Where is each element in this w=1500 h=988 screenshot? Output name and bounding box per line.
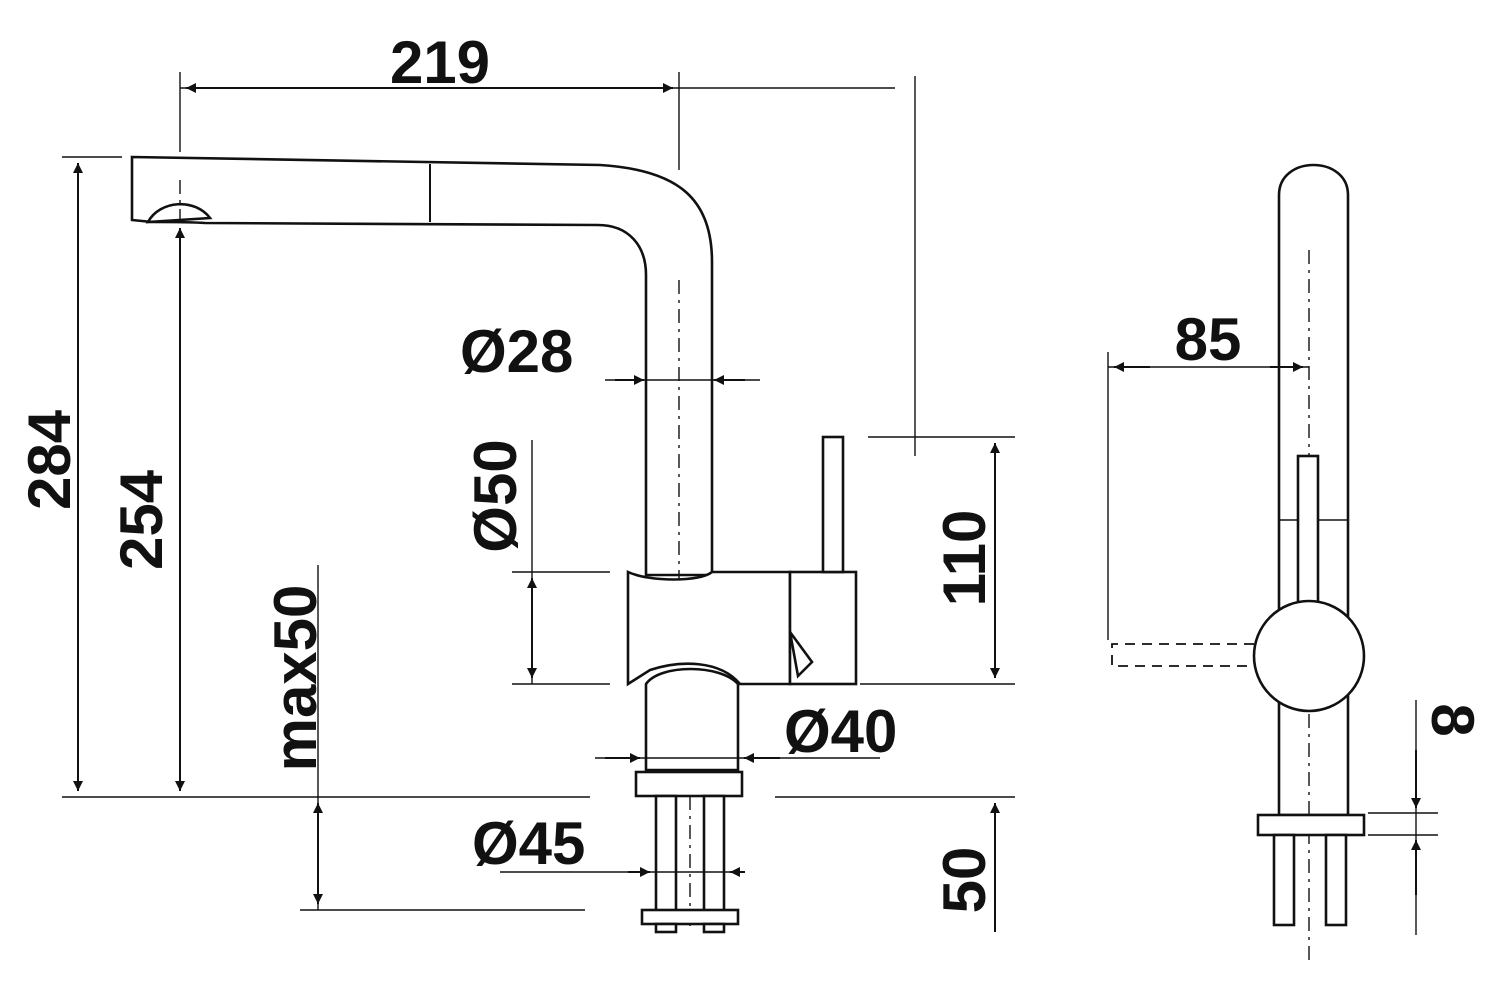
side-rod-right: [1324, 833, 1348, 927]
dim-dia40: Ø40: [784, 698, 897, 765]
side-rod-left: [1272, 833, 1296, 927]
front-view: [130, 155, 858, 934]
dim-219: 219: [390, 29, 490, 96]
fixing-nut: [640, 908, 740, 926]
dim-dia45: Ø45: [472, 810, 585, 877]
dim-284: 284: [16, 409, 83, 510]
side-plate: [1256, 813, 1366, 837]
dim-254: 254: [108, 469, 175, 570]
lever-wedge: [788, 631, 814, 679]
dim-dia28: Ø28: [460, 318, 573, 385]
dim-max50: max50: [262, 585, 329, 772]
dim-dia50: Ø50: [462, 439, 529, 552]
lever-handle: [821, 435, 845, 574]
side-view: [1111, 163, 1366, 965]
front-dimensions: 219 284 254 max50 Ø28 Ø50 110: [16, 29, 1015, 932]
side-dimensions: 85 8: [1107, 306, 1486, 935]
side-body-circle: [1252, 599, 1366, 713]
dim-50: 50: [931, 847, 998, 914]
faucet-body: [626, 569, 792, 687]
side-lever: [1296, 454, 1320, 623]
side-lever-hidden: [1111, 643, 1254, 667]
dim-85: 85: [1175, 306, 1242, 373]
threaded-rod-right: [702, 794, 726, 913]
faucet-neck: [644, 667, 740, 772]
aerator: [145, 202, 213, 224]
mounting-plate: [634, 770, 744, 798]
spout-outline: [130, 155, 714, 577]
dim-110: 110: [931, 510, 998, 607]
threaded-rod-left: [654, 794, 678, 913]
dim-8: 8: [1419, 703, 1486, 736]
